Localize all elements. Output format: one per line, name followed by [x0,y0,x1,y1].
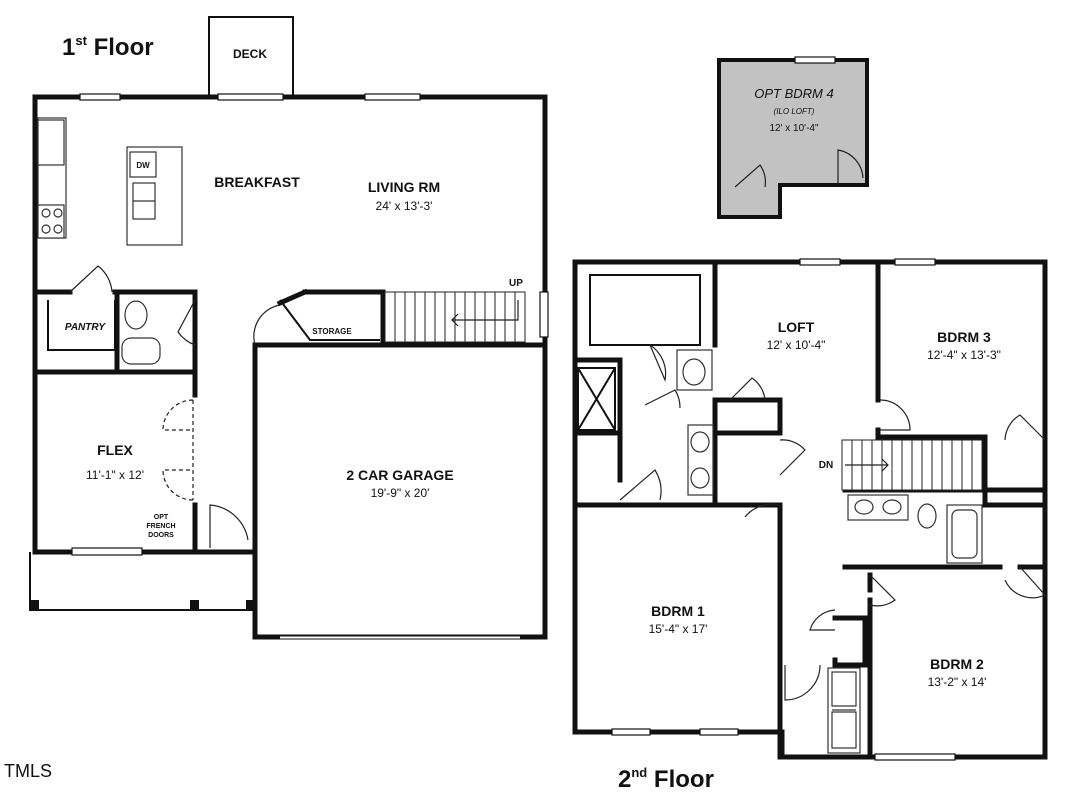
opt-bedroom-4-dimensions: 12' x 10'-4" [769,123,819,134]
front-porch [29,552,255,611]
window [79,93,121,101]
powder-sink [121,337,161,365]
window [364,93,421,101]
opt-bedroom-4-label: OPT BDRM 4 [754,86,833,101]
french-doors-label-2: FRENCH [146,523,175,530]
french-doors-label-1: OPT [154,514,169,521]
shower [577,367,616,431]
hall-toilet [917,503,937,529]
garage-dimensions: 19'-9" x 20' [371,486,430,500]
bedroom-3-dimensions: 12'-4" x 13'-3" [927,348,1001,362]
flex-dimensions: 11'-1" x 12' [86,468,144,482]
breakfast-label: BREAKFAST [214,174,300,190]
living-room-label: LIVING RM [368,179,440,195]
garage-label: 2 CAR GARAGE [346,467,453,483]
stairs-down-label: DN [819,460,833,471]
french-doors-label-3: DOORS [148,532,174,539]
powder-door [177,299,196,346]
dishwasher-label: DW [136,161,150,170]
dishwasher [129,151,157,178]
window [699,728,739,736]
loft-label: LOFT [778,319,815,335]
window [894,258,936,266]
window [874,753,956,761]
loft-dimensions: 12' x 10'-4" [767,338,826,352]
opt-bedroom-4-sublabel: (ILO LOFT) [774,107,815,116]
window [71,547,143,556]
bedroom-2-dimensions: 13'-2" x 14' [928,675,987,689]
window [611,728,651,736]
first-floor-title: 1st Floor [62,33,154,61]
watermark: TMLS [4,761,52,781]
storage-label: STORAGE [312,327,352,336]
refrigerator [37,119,65,166]
deck-label: DECK [233,47,267,61]
stairs-up-label: UP [509,278,523,289]
bedroom-2-label: BDRM 2 [930,656,984,672]
second-floor-title: 2nd Floor [618,765,714,793]
toilet [124,300,148,330]
window [539,291,549,338]
pantry-label: PANTRY [65,322,107,333]
second-floor-stairs [841,439,983,491]
window [217,93,284,101]
window [794,56,836,64]
second-floor-plan: DN LOFT 12' x 10'-4" BDRM 3 12'-4" x 13'… [572,258,1048,793]
pantry-door [69,265,113,293]
front-door [209,504,249,548]
living-room-dimensions: 24' x 13'-3' [376,199,433,213]
first-floor-stairs [384,291,526,343]
first-floor-plan: 1st Floor DECK DW BREAKFAST LIVING RM 24… [29,16,549,640]
bedroom-3-label: BDRM 3 [937,329,991,345]
storage-door [253,304,281,346]
window [799,258,841,266]
bedroom-1-dimensions: 15'-4" x 17' [649,622,708,636]
bedroom-1-label: BDRM 1 [651,603,705,619]
opt-bedroom-4-outline [717,58,869,219]
opt-bedroom-4-plan: OPT BDRM 4 (ILO LOFT) 12' x 10'-4" [717,56,869,219]
flex-label: FLEX [97,442,133,458]
